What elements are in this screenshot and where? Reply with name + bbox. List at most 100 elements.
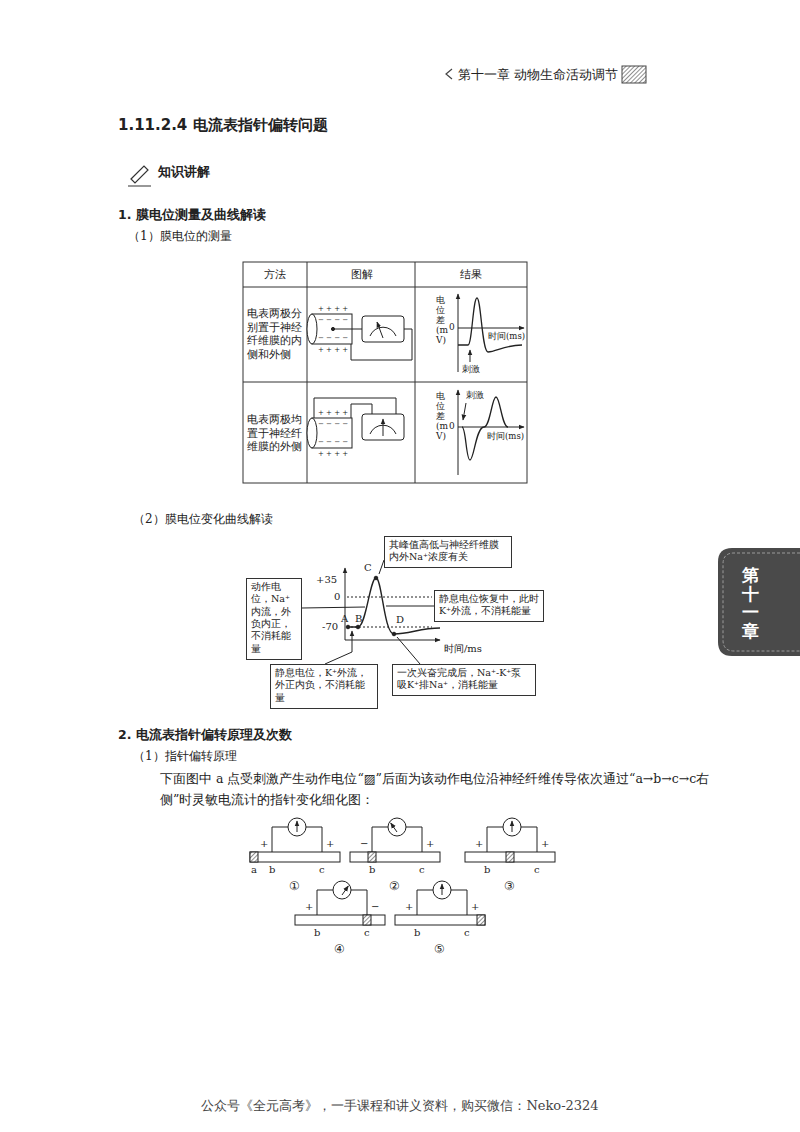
nerve-fiber — [395, 915, 485, 925]
galvanometer — [503, 818, 521, 836]
nerve-fiber — [250, 852, 340, 862]
nerve-end — [307, 314, 317, 344]
nerve-fiber — [295, 915, 385, 925]
axis-label: 时间(ms) — [488, 331, 525, 341]
action-potential-mark — [368, 852, 376, 862]
galvanometer — [433, 881, 451, 899]
galvanometer — [388, 818, 406, 836]
stimulus-arrow — [463, 403, 466, 420]
charge-sign: + — [305, 901, 313, 913]
galvanometer-figure — [395, 881, 485, 925]
wire — [417, 890, 433, 915]
section-heading: 1. 膜电位测量及曲线解读 — [118, 207, 266, 222]
point-letter: b — [269, 864, 275, 876]
charge-sign: + + + + — [318, 305, 348, 313]
figure-number: ③ — [504, 879, 515, 893]
leader-line — [302, 607, 365, 608]
wire — [451, 890, 467, 915]
table-cell: 电表两极分别置于神经纤维膜的内侧和外侧 — [247, 307, 305, 362]
axis — [458, 390, 459, 475]
charge-sign: + + + + — [318, 346, 348, 354]
charge-sign: + — [541, 838, 549, 850]
axis — [458, 294, 459, 372]
point-letter: a — [251, 864, 257, 876]
side-tab-border — [723, 553, 800, 651]
stimulus-label: 刺激 — [462, 364, 480, 375]
curve — [458, 298, 522, 352]
meter-needle — [377, 322, 383, 338]
charge-sign: + — [260, 838, 268, 850]
figure-number: ④ — [334, 942, 345, 956]
wire — [333, 329, 362, 330]
callout-text: 动作电位，Na⁺内流，外负内正，不消耗能量 — [251, 581, 297, 655]
meter-needle — [383, 419, 384, 436]
point-letter: B — [355, 613, 362, 625]
nerve-meter-inside — [307, 314, 412, 360]
subsection-heading: （1）指针偏转原理 — [133, 749, 237, 763]
page-title: 1.11.2.4 电流表指针偏转问题 — [118, 116, 328, 134]
meter-needle — [297, 821, 298, 832]
curve — [462, 397, 508, 460]
axis-tick: +35 — [316, 574, 337, 586]
charge-sign: − − − − — [318, 334, 348, 342]
wire — [521, 827, 537, 852]
section-heading: 2. 电流表指针偏转原理及次数 — [118, 727, 292, 742]
membrane-potential-graph — [302, 560, 440, 664]
wire — [351, 890, 367, 915]
stimulus-arrow — [352, 631, 353, 652]
action-potential-mark — [477, 915, 485, 925]
wire — [406, 827, 422, 852]
axis — [345, 640, 440, 641]
charge-sign: − − − − — [318, 420, 348, 428]
charge-sign: + + + + — [318, 450, 348, 458]
meter-needle — [342, 886, 348, 895]
wire — [306, 827, 322, 852]
table-rule — [307, 262, 308, 483]
point-letter: c — [419, 864, 425, 876]
curve-point — [374, 576, 378, 580]
curve — [348, 578, 440, 634]
wire — [372, 827, 388, 852]
point-letter: c — [364, 927, 370, 939]
leader-line — [325, 652, 352, 664]
side-tab — [718, 548, 800, 656]
wire — [487, 827, 503, 852]
galvanometer-figure — [250, 818, 340, 862]
callout-box: 其峰值高低与神经纤维膜内外Na⁺浓度有关 — [384, 536, 512, 568]
point-letter: C — [364, 562, 372, 574]
callout-box: 静息电位，K⁺外流，外正内负，不消耗能量 — [270, 664, 378, 709]
side-tab-label: 第十一章 — [742, 566, 759, 641]
meter-scale — [370, 327, 396, 336]
figure-number: ② — [389, 879, 400, 893]
nerve-fiber — [350, 852, 440, 862]
paragraph: 下面图中 a 点受刺激产生动作电位“▨”后面为该动作电位沿神经纤维传导依次通过“… — [160, 769, 715, 810]
charge-sign: − — [371, 901, 379, 913]
stimulus-arrow — [470, 350, 471, 362]
axis-label: 电位差(mV) — [436, 392, 445, 441]
charge-sign: − — [360, 838, 368, 850]
running-header: 第十一章 动物生命活动调节 — [458, 67, 618, 82]
callout-text: 一次兴奋完成后，Na⁺-K⁺泵吸K⁺排Na⁺，消耗能量 — [397, 667, 531, 692]
callout-box: 一次兴奋完成后，Na⁺-K⁺泵吸K⁺排Na⁺，消耗能量 — [392, 664, 536, 696]
subsection-heading: （2）膜电位变化曲线解读 — [133, 512, 273, 526]
charge-sign: − − − − — [318, 438, 348, 446]
meter-needle — [442, 884, 443, 895]
charge-sign: + — [405, 901, 413, 913]
charge-sign: + — [475, 838, 483, 850]
subsection-heading: （1）膜电位的测量 — [128, 229, 232, 243]
table-rule — [415, 262, 416, 483]
leader-line — [397, 637, 420, 664]
axis — [458, 427, 524, 428]
header-arrow — [446, 69, 452, 79]
table-cell: 电表两极均置于神经纤维膜的外侧 — [247, 413, 305, 454]
callout-text: 其峰值高低与神经纤维膜内外Na⁺浓度有关 — [389, 539, 507, 564]
point-letter: A — [341, 613, 348, 625]
table-grid — [243, 262, 527, 483]
table-rule — [243, 382, 527, 383]
table-header: 结果 — [460, 268, 482, 281]
meter — [362, 316, 404, 342]
point-letter: b — [369, 864, 375, 876]
axis-label: 电位差(mV) — [436, 296, 445, 345]
point-letter: b — [314, 927, 320, 939]
